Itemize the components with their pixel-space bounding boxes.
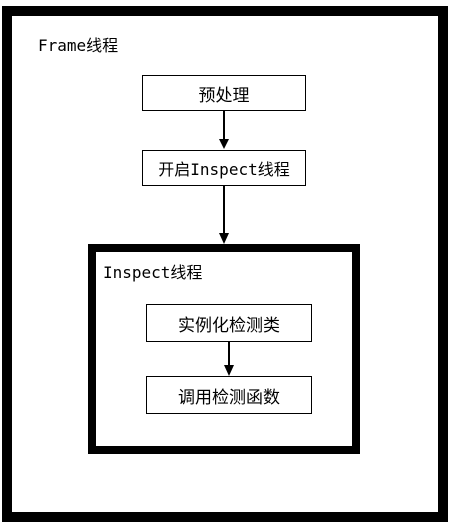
inspect-thread-label: Inspect线程 [103,263,203,282]
arrow-preprocess-to-start [219,111,229,149]
inspect-thread-container [88,244,360,454]
arrow-start-to-inspect [219,186,229,244]
instantiate-detector-box: 实例化检测类 [146,304,312,342]
call-detect-function-box: 调用检测函数 [146,376,312,414]
frame-thread-label: Frame线程 [38,36,119,55]
arrow-instantiate-to-call [224,342,234,376]
start-inspect-box: 开启Inspect线程 [142,150,306,186]
preprocess-box: 预处理 [142,75,306,111]
